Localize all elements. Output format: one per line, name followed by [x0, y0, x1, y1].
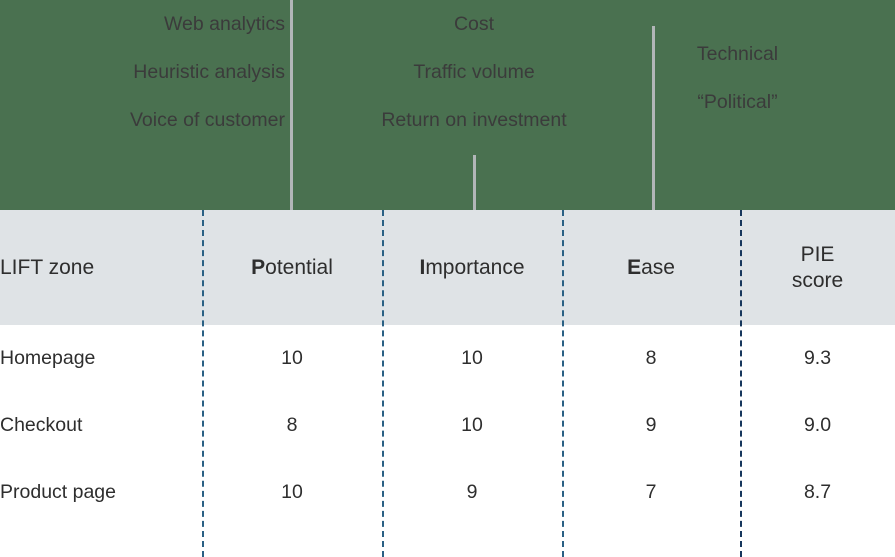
annotation-potential-line-1: Web analytics: [163, 13, 285, 35]
cell-importance: 9: [466, 481, 478, 503]
annotation-importance-line-3: Return on investment: [381, 109, 567, 131]
table-row: Product page 10 9 7 8.7: [0, 459, 895, 526]
column-header-potential-rest: otential: [265, 255, 333, 279]
column-divider-3: [562, 210, 564, 557]
column-header-zone: LIFT zone: [0, 255, 95, 279]
column-header-pie-line-1: PIE: [800, 242, 835, 266]
column-header-ease-initial: E: [627, 255, 642, 279]
table-row: Homepage 10 10 8 9.3: [0, 325, 895, 392]
cell-zone: Checkout: [0, 414, 83, 436]
table-row: Checkout 8 10 9 9.0: [0, 392, 895, 459]
cell-importance: 10: [461, 347, 483, 369]
column-header-importance-initial: I: [419, 255, 426, 279]
cell-ease: 7: [645, 481, 657, 503]
annotation-potential-line-3: Voice of customer: [130, 109, 285, 131]
column-header-ease-rest: ase: [641, 255, 675, 279]
column-header-potential-initial: P: [251, 255, 266, 279]
column-header-pie-line-2: score: [791, 268, 844, 292]
annotation-ease-line-1: Technical: [696, 43, 779, 65]
column-divider-4: [740, 210, 742, 557]
annotation-group-importance: Cost Traffic volume Return on investment: [290, 0, 658, 144]
annotation-group-potential: Web analytics Heuristic analysis Voice o…: [0, 0, 285, 144]
annotation-band: Web analytics Heuristic analysis Voice o…: [0, 0, 895, 210]
column-divider-2: [382, 210, 384, 557]
column-header-importance-rest: mportance: [425, 255, 525, 279]
column-header-potential: Potential: [202, 210, 382, 325]
cell-importance: 10: [461, 414, 483, 436]
cell-potential: 10: [281, 347, 303, 369]
cell-pie-score: 9.3: [803, 347, 832, 369]
annotation-importance-line-1: Cost: [453, 13, 495, 35]
annotation-potential-line-2: Heuristic analysis: [133, 61, 285, 83]
connector-stem-ease: [652, 26, 655, 232]
cell-zone: Homepage: [0, 347, 96, 369]
cell-zone: Product page: [0, 481, 117, 503]
column-divider-1: [202, 210, 204, 557]
cell-ease: 9: [645, 414, 657, 436]
table-header-background: [0, 210, 895, 325]
cell-potential: 10: [281, 481, 303, 503]
cell-ease: 8: [645, 347, 657, 369]
cell-pie-score: 9.0: [803, 414, 832, 436]
column-header-importance: Importance: [382, 210, 562, 325]
connector-stem-importance: [473, 155, 476, 232]
cell-potential: 8: [286, 414, 298, 436]
annotation-ease-line-2: “Political”: [697, 91, 778, 113]
column-header-ease: Ease: [562, 210, 740, 325]
connector-stem-potential: [290, 0, 293, 232]
cell-pie-score: 8.7: [803, 481, 832, 503]
annotation-importance-line-2: Traffic volume: [413, 61, 535, 83]
annotation-group-ease: Technical “Political”: [660, 30, 815, 126]
